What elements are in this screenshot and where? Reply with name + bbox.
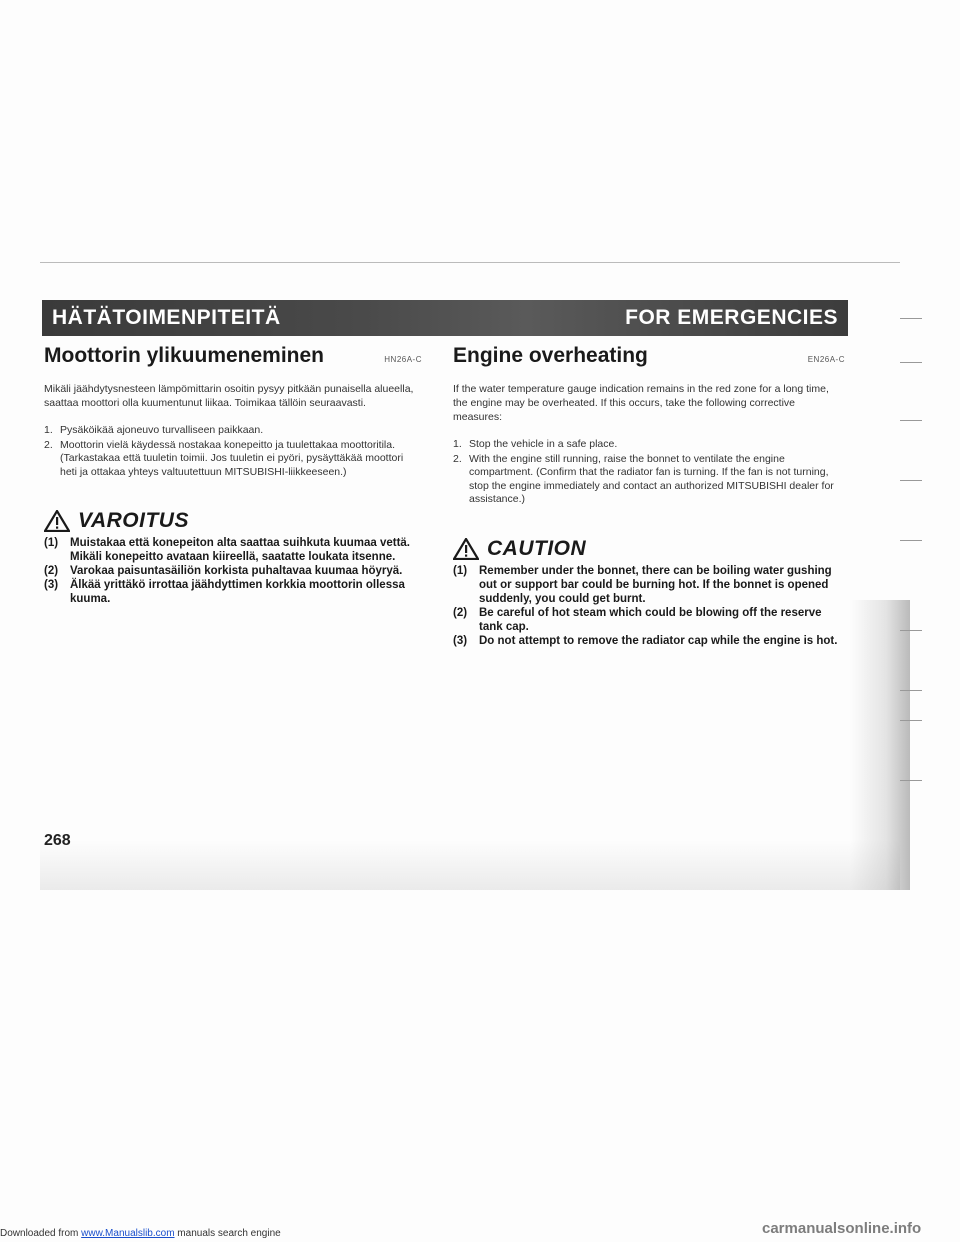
caution-title-fi: VAROITUS	[78, 509, 189, 532]
footer-suffix: manuals search engine	[174, 1228, 281, 1239]
section-code-en: EN26A-C	[807, 355, 845, 364]
caution-number: (2)	[44, 565, 59, 577]
caution-heading-fi: VAROITUS	[44, 509, 422, 533]
step-number: 2.	[44, 438, 53, 451]
manualslib-link[interactable]: www.Manualslib.com	[81, 1228, 175, 1239]
intro-paragraph-en: If the water temperature gauge indicatio…	[453, 383, 829, 423]
caution-number: (2)	[453, 606, 468, 619]
list-item: (2) Be careful of hot steam which could …	[453, 606, 845, 634]
list-item: (3) Do not attempt to remove the radiato…	[453, 634, 845, 648]
caution-text: Varokaa paisuntasäiliön korkista puhalta…	[70, 565, 403, 577]
caution-text: Do not attempt to remove the radiator ca…	[479, 634, 838, 647]
caution-number: (1)	[44, 537, 59, 549]
list-item: (3) Älkää yrittäkö irrottaa jäähdyttimen…	[44, 578, 422, 606]
index-tab-mark	[900, 420, 922, 421]
page-number: 268	[44, 832, 71, 849]
index-tab-mark	[900, 362, 922, 363]
step-text: With the engine still running, raise the…	[469, 452, 834, 506]
caution-number: (1)	[453, 564, 468, 577]
step-number: 2.	[453, 452, 462, 465]
section-code-fi: HN26A-C	[384, 355, 422, 364]
index-tab-mark	[900, 720, 922, 721]
index-tab-mark	[900, 540, 922, 541]
steps-list-en: 1. Stop the vehicle in a safe place. 2. …	[453, 438, 845, 507]
list-item: 2. With the engine still running, raise …	[453, 453, 845, 507]
section-title-fi: HÄTÄTOIMENPITEITÄ	[52, 306, 281, 329]
index-tab-mark	[900, 690, 922, 691]
caution-heading-en: CAUTION	[453, 537, 845, 561]
footer-prefix: Downloaded from	[0, 1228, 82, 1239]
index-tab-mark	[900, 630, 922, 631]
section-header-bar: HÄTÄTOIMENPITEITÄ FOR EMERGENCIES	[42, 300, 848, 336]
top-rule	[40, 262, 900, 263]
step-text: Moottorin vielä käydessä nostakaa konepe…	[60, 438, 404, 478]
page-edge-shadow	[850, 600, 910, 890]
cautions-list-en: (1) Remember under the bonnet, there can…	[453, 564, 845, 648]
step-number: 1.	[453, 438, 462, 450]
caution-text: Muistakaa että konepeiton alta saattaa s…	[70, 537, 411, 563]
section-title-en: FOR EMERGENCIES	[625, 306, 838, 329]
list-item: (1) Muistakaa että konepeiton alta saatt…	[44, 536, 422, 564]
cautions-list-fi: (1) Muistakaa että konepeiton alta saatt…	[44, 536, 422, 606]
step-text: Stop the vehicle in a safe place.	[469, 438, 618, 450]
list-item: 2. Moottorin vielä käydessä nostakaa kon…	[44, 439, 422, 480]
index-tab-mark	[900, 318, 922, 319]
watermark: carmanualsonline.info	[762, 1220, 922, 1237]
english-column: Engine overheating EN26A-C If the water …	[453, 344, 845, 648]
list-item: (2) Varokaa paisuntasäiliön korkista puh…	[44, 564, 422, 578]
caution-text: Be careful of hot steam which could be b…	[479, 606, 822, 633]
caution-number: (3)	[44, 579, 59, 591]
warning-triangle-icon	[453, 537, 479, 560]
caution-text: Remember under the bonnet, there can be …	[479, 564, 832, 605]
list-item: 1. Pysäköikää ajoneuvo turvalliseen paik…	[44, 424, 422, 438]
caution-number: (3)	[453, 634, 468, 647]
finnish-column: Moottorin ylikuumeneminen HN26A-C Mikäli…	[44, 344, 422, 606]
step-number: 1.	[44, 424, 53, 436]
index-tabs	[900, 300, 930, 900]
page-title-en: Engine overheating	[453, 344, 648, 367]
list-item: 1. Stop the vehicle in a safe place.	[453, 438, 845, 452]
list-item: (1) Remember under the bonnet, there can…	[453, 564, 845, 606]
index-tab-mark	[900, 480, 922, 481]
scan-shadow	[40, 840, 900, 890]
download-footer: Downloaded from www.Manualslib.com manua…	[0, 1228, 281, 1239]
caution-title-en: CAUTION	[487, 536, 587, 560]
intro-paragraph-fi: Mikäli jäähdytysnesteen lämpömittarin os…	[44, 383, 414, 409]
index-tab-mark	[900, 780, 922, 781]
steps-list-fi: 1. Pysäköikää ajoneuvo turvalliseen paik…	[44, 424, 422, 479]
caution-text: Älkää yrittäkö irrottaa jäähdyttimen kor…	[70, 579, 405, 605]
step-text: Pysäköikää ajoneuvo turvalliseen paikkaa…	[60, 424, 264, 436]
warning-triangle-icon	[44, 510, 70, 532]
page-title-fi: Moottorin ylikuumeneminen	[44, 344, 325, 367]
